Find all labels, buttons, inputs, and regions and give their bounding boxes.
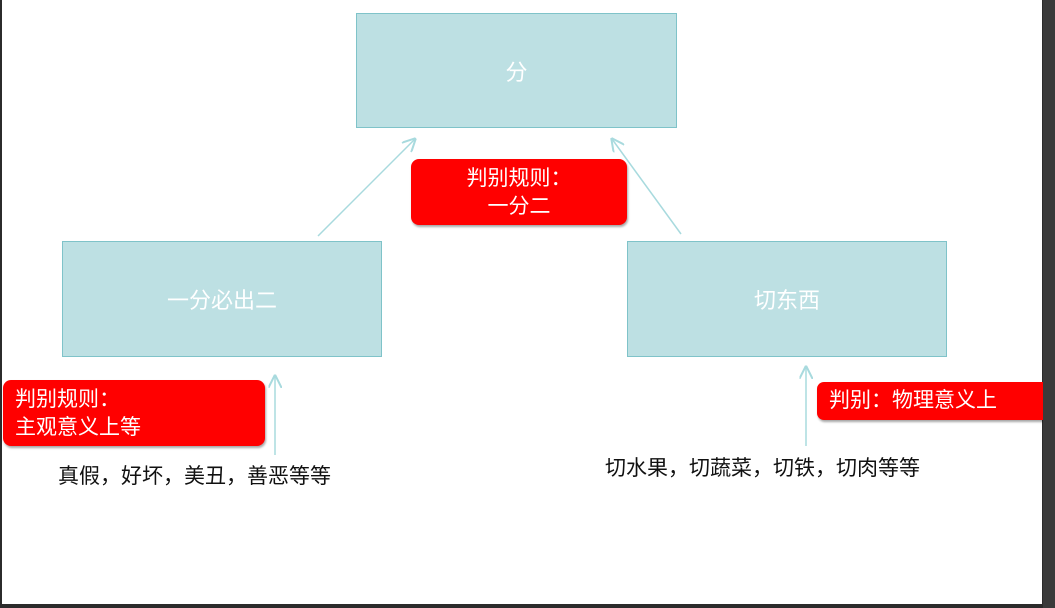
caption-left-examples: 真假，好坏，美丑，善恶等等: [58, 464, 331, 488]
callout-center-line2: 一分二: [487, 194, 551, 218]
callout-left-rule: 判别规则： 主观意义上等: [3, 380, 265, 446]
arrow-left-to-top: [317, 139, 415, 237]
node-right: 切东西: [627, 241, 947, 357]
callout-left-line1: 判别规则：: [15, 387, 120, 411]
callout-center-line1: 判别规则：: [466, 166, 572, 190]
caption-right-examples: 切水果，切蔬菜，切铁，切肉等等: [605, 456, 920, 480]
callout-center-rule: 判别规则： 一分二: [411, 159, 627, 225]
callout-right-rule: 判别：物理意义上: [817, 382, 1049, 420]
node-top-label: 分: [505, 60, 528, 86]
callout-left-line2: 主观意义上等: [15, 415, 141, 439]
vertical-scrollbar[interactable]: [1043, 0, 1055, 608]
node-left: 一分必出二: [62, 241, 382, 357]
callout-right-line1: 判别：物理意义上: [829, 388, 997, 412]
arrow-right-to-top: [612, 139, 682, 235]
connectors-layer: [2, 0, 1042, 455]
node-top: 分: [356, 13, 677, 128]
node-left-label: 一分必出二: [166, 289, 277, 314]
node-right-label: 切东西: [753, 289, 820, 314]
